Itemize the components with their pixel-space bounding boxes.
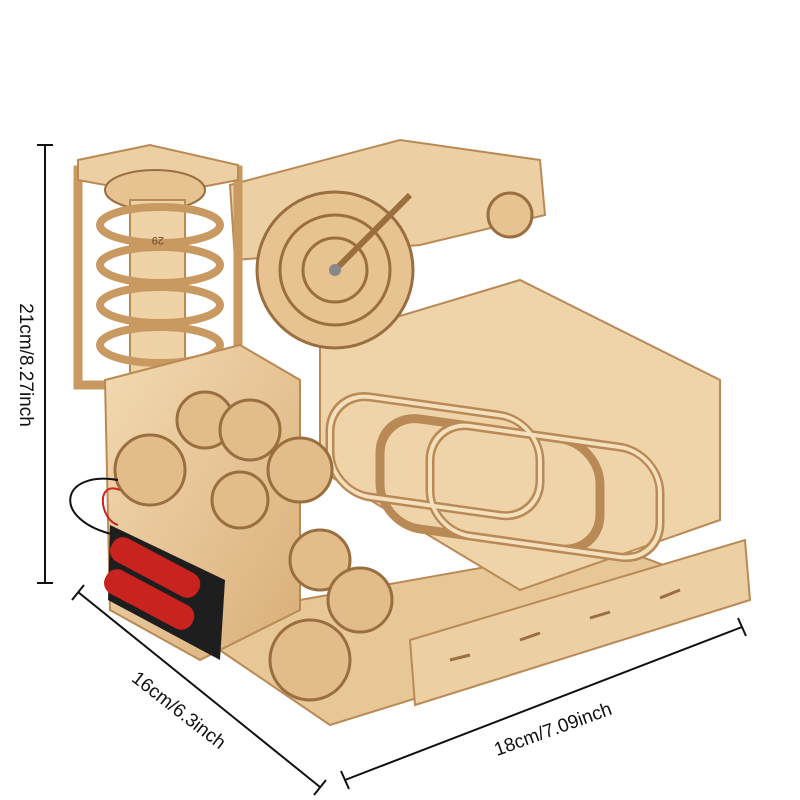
depth-dimension-label: 16cm/6.3inch — [127, 668, 229, 754]
height-dimension-label: 21cm/8.27inch — [15, 303, 36, 427]
width-dimension-label: 18cm/7.09inch — [491, 699, 614, 761]
gears — [113, 390, 394, 702]
small-wheel — [486, 191, 534, 239]
battery-holder — [104, 525, 225, 660]
spiral-ramp — [96, 203, 224, 367]
dimension-lines — [37, 144, 747, 796]
part-number: 29 — [152, 234, 164, 246]
front-rail — [408, 538, 752, 707]
lift-wheel — [255, 190, 415, 350]
